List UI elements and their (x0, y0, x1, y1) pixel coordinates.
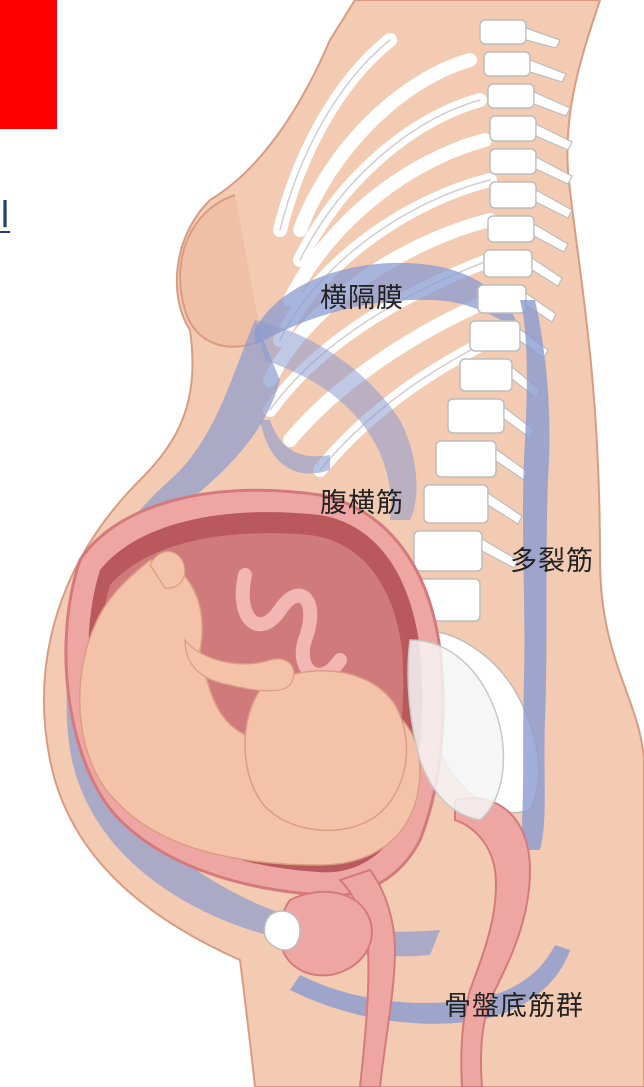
label-pelvic-floor: 骨盤底筋群 (444, 984, 584, 1023)
fetus-head (245, 671, 407, 831)
label-transversus-abdominis: 腹横筋 (320, 481, 404, 520)
label-diaphragm: 横隔膜 (320, 276, 404, 315)
label-multifidus: 多裂筋 (510, 539, 594, 578)
